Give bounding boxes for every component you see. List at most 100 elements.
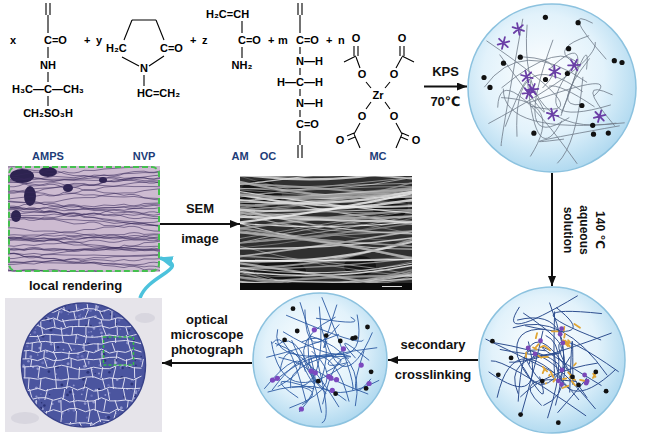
speckle <box>90 394 93 397</box>
arrow-label: 140 ℃ aqueous solution <box>560 199 608 261</box>
formula-text: CH₂SO₃H <box>23 107 73 120</box>
initiator-star <box>547 109 559 121</box>
structure-name: MC <box>369 150 386 163</box>
zr-dot <box>533 352 538 357</box>
speckle <box>57 377 59 379</box>
crosslink-dot <box>566 46 571 51</box>
zr-dot <box>526 346 531 351</box>
structure-name: AMPS <box>32 150 64 163</box>
initiator-star <box>549 66 560 78</box>
speckle <box>135 364 137 366</box>
formula-text: HC=CH₂ <box>137 87 180 100</box>
flow-arrow <box>551 173 553 286</box>
speckle <box>86 417 88 419</box>
speckle <box>128 329 130 331</box>
fibre <box>240 187 412 197</box>
speckle <box>136 423 139 426</box>
speckle <box>141 356 142 357</box>
formula-text: x <box>10 34 16 47</box>
speckle <box>107 384 109 386</box>
speckle <box>139 324 142 327</box>
polymer-chains <box>484 19 624 164</box>
speckle <box>41 309 44 312</box>
speckle <box>100 332 103 335</box>
formula-text: O <box>358 68 367 81</box>
speckle <box>63 349 65 351</box>
speckle <box>61 384 64 387</box>
formula-text: + <box>268 34 274 47</box>
speckle <box>28 320 30 322</box>
illustration <box>252 292 388 428</box>
fibre <box>240 189 412 203</box>
arrow-label: SEM image <box>177 194 223 254</box>
speckle <box>30 418 33 421</box>
zr-dot <box>585 379 590 384</box>
smudge <box>135 313 155 323</box>
speckle <box>139 402 142 405</box>
formula-text: Zr <box>373 89 384 102</box>
crosslink-dot <box>540 379 545 384</box>
dark-blotch <box>39 167 57 177</box>
zr-cluster <box>552 324 580 346</box>
speckle <box>113 315 115 317</box>
speckle <box>62 418 63 419</box>
formula-text: O <box>358 110 367 123</box>
speckle <box>69 391 72 394</box>
speckle <box>67 362 70 365</box>
speckle <box>24 413 26 415</box>
sphere-content <box>486 296 619 425</box>
crosslink-dot <box>518 55 523 60</box>
speckle <box>82 317 84 319</box>
fibre-lines <box>8 166 160 272</box>
speckle <box>26 345 28 347</box>
speckle <box>77 307 79 309</box>
zr-crosslink-dot <box>275 376 280 381</box>
speckle <box>81 393 83 395</box>
monomer-group: AMPSNVPAMOCMC <box>0 0 424 170</box>
zr-crosslink-dot <box>334 377 339 382</box>
crosslink-dot <box>576 383 581 388</box>
speckle <box>62 425 64 427</box>
initiator-star <box>523 87 535 98</box>
speckle <box>140 360 142 362</box>
speckle <box>78 315 81 318</box>
speckle <box>120 328 122 330</box>
flow-arrow <box>162 362 252 364</box>
dashed-frame <box>9 167 159 271</box>
speckle <box>131 408 133 410</box>
polymer-chains <box>486 296 619 419</box>
formula-text: + <box>326 34 332 47</box>
speckle <box>39 424 42 427</box>
speckle <box>40 394 42 396</box>
speckle <box>82 389 84 391</box>
initiator-star <box>513 23 524 35</box>
speckle <box>46 360 48 362</box>
formula-text: O <box>390 68 399 81</box>
zr-dot <box>559 326 564 331</box>
formula-text: O <box>390 110 399 123</box>
fibre <box>240 261 412 272</box>
speckle <box>23 304 24 305</box>
formula-text: C=O <box>238 34 261 47</box>
speckle <box>33 322 35 324</box>
speckle <box>22 397 24 399</box>
speckle <box>34 411 37 414</box>
crosslink-dot <box>576 20 581 25</box>
arrow-label: optical microscope photograph <box>163 312 251 357</box>
speckle <box>99 322 102 325</box>
zr-crosslink-dot <box>341 346 346 351</box>
fibre <box>240 176 412 177</box>
flow-arrow <box>388 359 478 361</box>
mc-bonds <box>344 46 414 148</box>
formula-text: z <box>202 34 208 47</box>
crosslink-dot <box>481 75 486 80</box>
crosslink-dot <box>612 58 617 63</box>
speckle <box>35 328 37 330</box>
fibre <box>240 188 412 219</box>
speckle <box>131 418 133 420</box>
arrow-label: local rendering <box>29 278 122 293</box>
crosslink-dot <box>579 103 584 108</box>
crosslink-dot <box>619 60 624 65</box>
formula-text: N—H <box>296 97 323 110</box>
illustration <box>240 176 412 290</box>
